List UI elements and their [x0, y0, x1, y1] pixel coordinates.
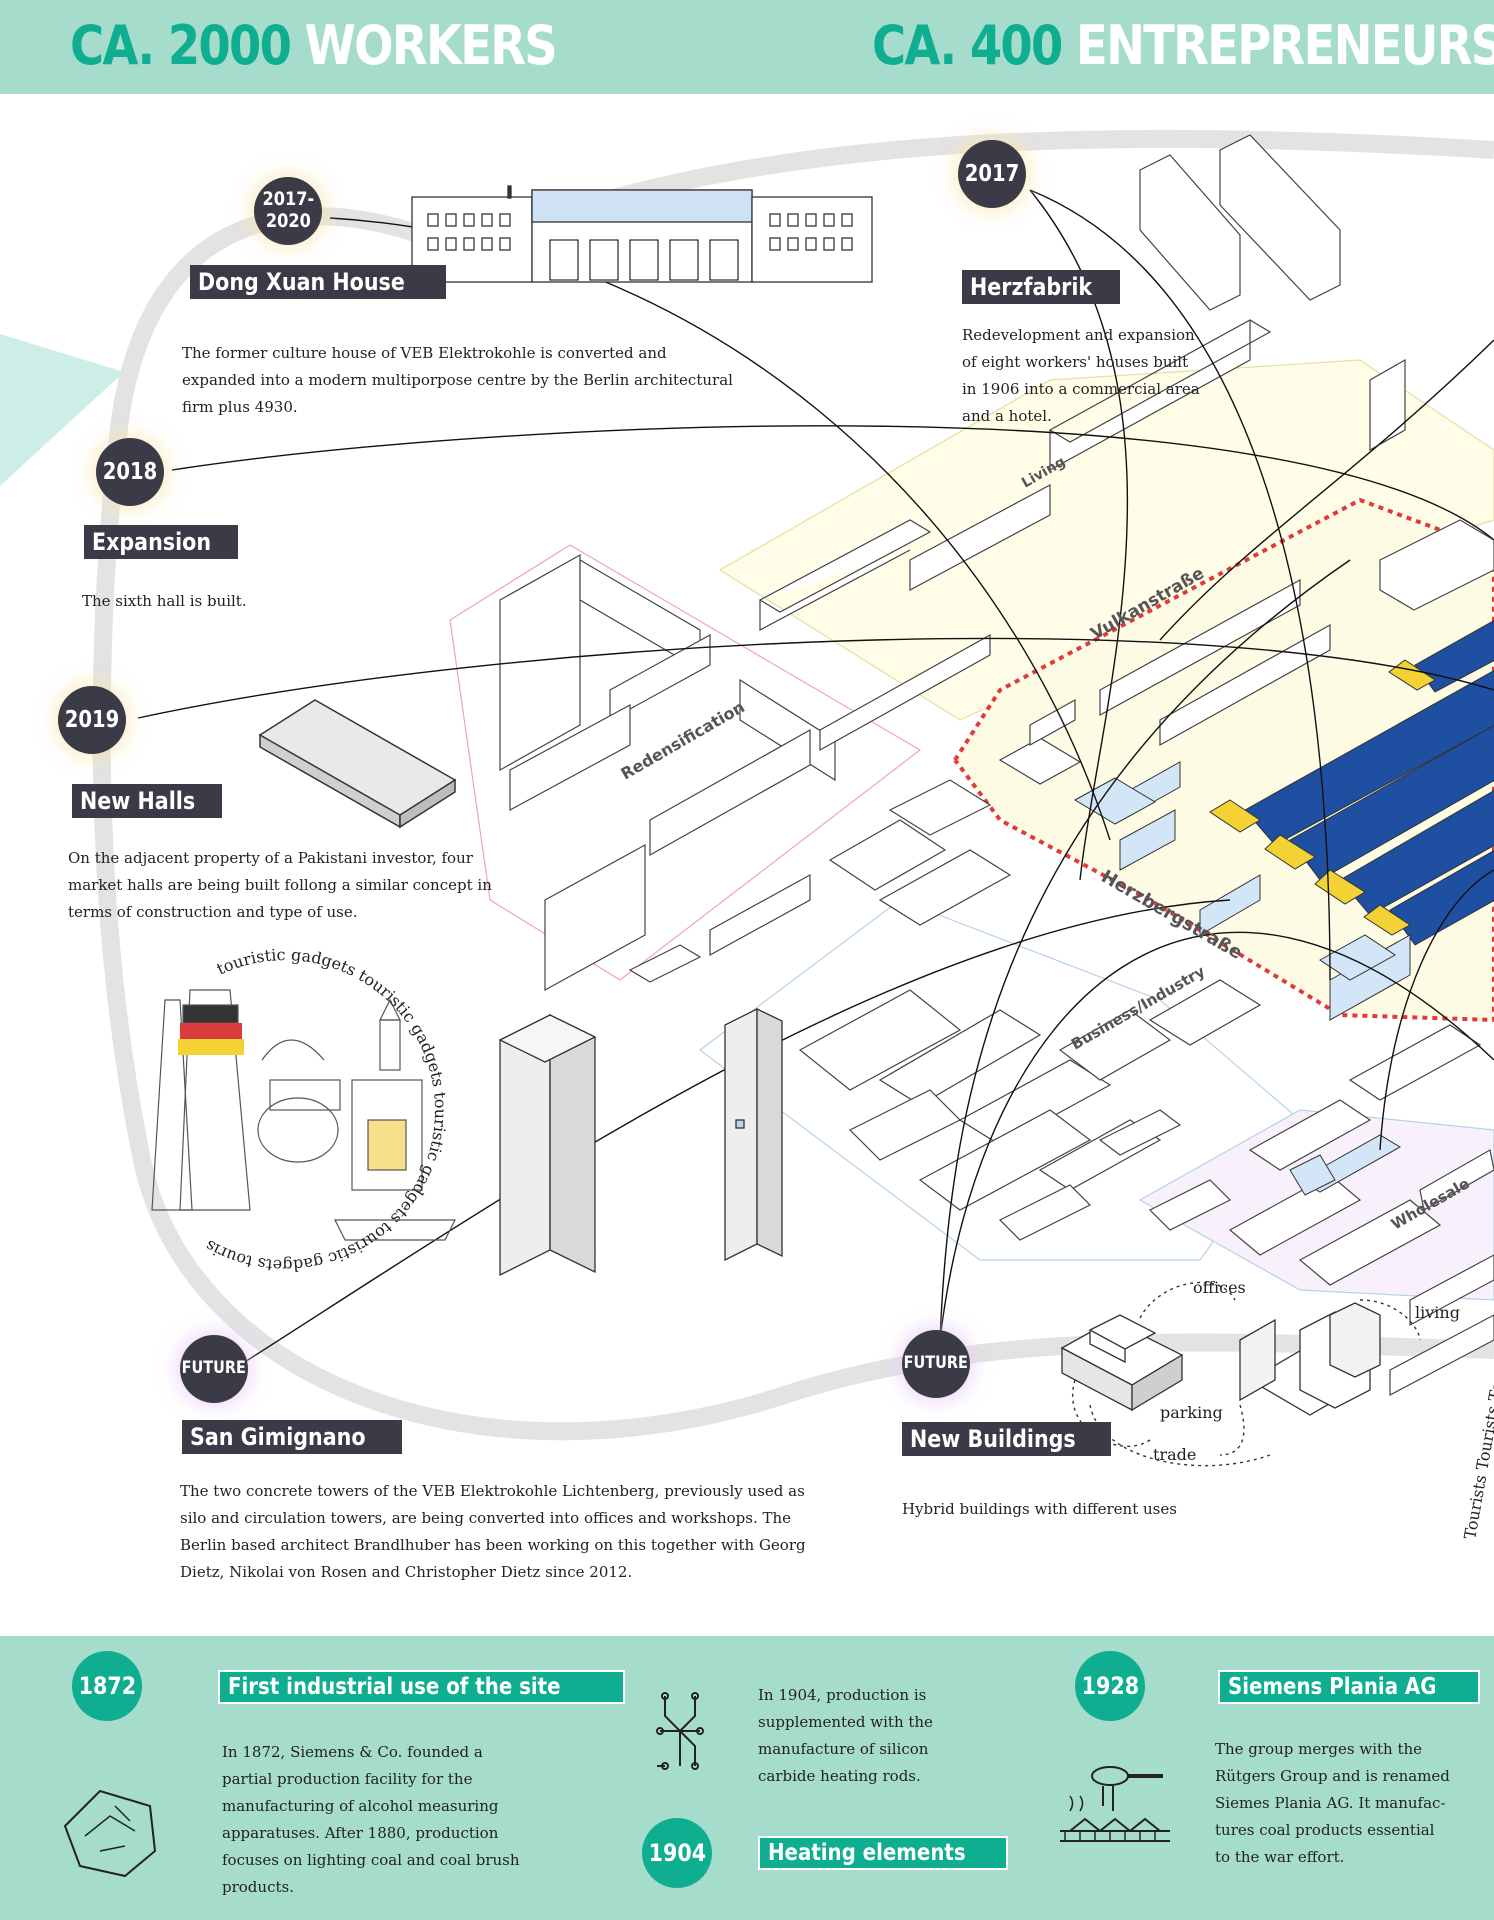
- workers-headline: CA. 2000 WORKERS: [70, 14, 558, 77]
- year-badge-2018: 2018: [96, 438, 164, 506]
- workers-word: WORKERS: [304, 14, 558, 77]
- desc-san-gimignano: The two concrete towers of the VEB Elekt…: [180, 1482, 806, 1581]
- new-halls-drawing: [258, 699, 457, 829]
- dong-xuan-house-drawing: [411, 185, 873, 283]
- title-tag-dong-xuan-house: Dong Xuan House: [190, 265, 447, 299]
- highlighted-buildings: [1073, 761, 1411, 1196]
- history-tag-1872: First industrial use of the site: [218, 1670, 625, 1704]
- entrepreneurs-word: ENTREPRENEURS: [1076, 14, 1494, 77]
- year-badge-2017: 2017: [958, 140, 1026, 208]
- title-tag-san-gimignano: San Gimignano: [182, 1420, 403, 1454]
- history-tag-1904: Heating elements: [758, 1836, 1008, 1870]
- map-label-tourists: Tourists Tourists Tou: [1460, 1370, 1494, 1540]
- entrepreneurs-headline: CA. 400 ENTREPRENEURS: [872, 14, 1494, 77]
- top-banner: CA. 2000 WORKERS CA. 400 ENTREPRENEURS: [0, 0, 1494, 94]
- map-label-redensification: Redensification: [618, 697, 748, 783]
- hybrid-label-offices: offices: [1193, 1278, 1246, 1297]
- workers-number: CA. 2000: [70, 14, 292, 77]
- title-tag-herzfabrik: Herzfabrik: [962, 270, 1121, 304]
- year-badge-2019: 2019: [58, 686, 126, 754]
- history-banner: 1872 First industrial use of the site In…: [0, 1636, 1494, 1920]
- connector-lines: [137, 189, 1494, 1366]
- hybrid-label-parking: parking: [1160, 1403, 1223, 1422]
- building-blocks: [499, 134, 1494, 1396]
- history-desc-1872: In 1872, Siemens & Co. founded a partial…: [222, 1743, 520, 1896]
- path-loop: [92, 207, 1494, 1441]
- title-tag-new-buildings: New Buildings: [902, 1422, 1111, 1456]
- redensification-zone: [449, 544, 922, 981]
- heating-element-circuit-icon: [656, 1692, 704, 1770]
- history-tag-1928: Siemens Plania AG: [1218, 1670, 1481, 1704]
- year-badge-2017-2020: 2017- 2020: [254, 177, 322, 245]
- tourist-gadgets-sketch: [151, 989, 456, 1241]
- title-tag-new-halls: New Halls: [72, 784, 222, 818]
- desc-new-halls: On the adjacent property of a Pakistani …: [68, 849, 492, 921]
- coal-rock-icon: [63, 1789, 157, 1878]
- teal-pointer-shape: [0, 334, 124, 486]
- desc-expansion: The sixth hall is built.: [82, 592, 247, 610]
- desc-herzfabrik: Redevelopment and expansion of eight wor…: [962, 326, 1200, 425]
- desc-new-buildings: Hybrid buildings with different uses: [902, 1500, 1177, 1518]
- year-badge-future-san-gimignano: FUTURE: [180, 1335, 248, 1403]
- history-desc-1928: The group merges with the Rütgers Group …: [1215, 1740, 1450, 1866]
- title-tag-expansion: Expansion: [84, 525, 239, 559]
- market-halls: [1209, 619, 1494, 946]
- history-badge-1872: 1872: [72, 1651, 142, 1721]
- entrepreneurs-number: CA. 400: [872, 14, 1063, 77]
- history-badge-1928: 1928: [1075, 1651, 1145, 1721]
- history-badge-1904: 1904: [642, 1818, 712, 1888]
- hybrid-buildings-drawing: [1060, 1302, 1381, 1416]
- year-badge-future-new-buildings: FUTURE: [902, 1330, 970, 1398]
- san-gimignano-towers-drawing: [498, 1007, 783, 1277]
- history-desc-1904: In 1904, production is supplemented with…: [758, 1686, 933, 1785]
- factory-smelting-icon: [1060, 1766, 1170, 1842]
- desc-dong-xuan-house: The former culture house of VEB Elektrok…: [182, 344, 733, 416]
- hybrid-label-living: living: [1415, 1303, 1460, 1322]
- site-map-illustration: touristic gadgets touristic gadgets tour…: [0, 94, 1494, 1541]
- hybrid-label-trade: trade: [1153, 1445, 1196, 1464]
